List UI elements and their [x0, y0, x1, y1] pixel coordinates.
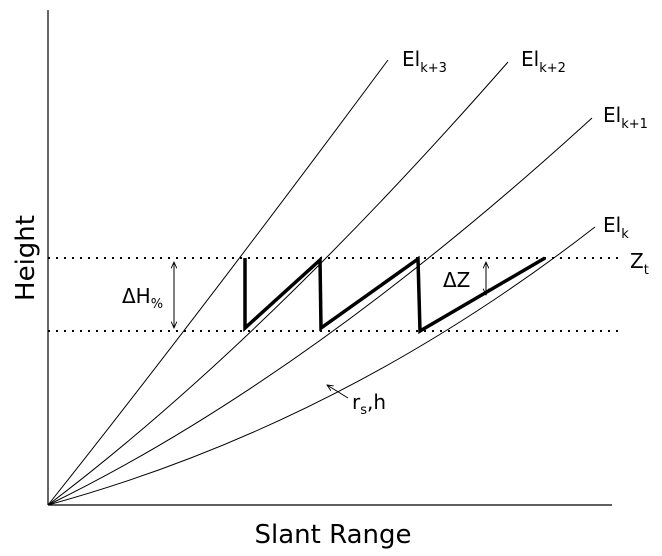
ray-el-k-plus-2	[47, 61, 509, 506]
ray-label-el-k-plus-2: Elk+2	[521, 47, 566, 76]
level-label-zt: Zt	[630, 249, 649, 278]
y-axis-label: Height	[11, 215, 41, 301]
ray-el-k	[47, 226, 596, 506]
sawtooth-path	[243, 255, 546, 335]
dz-label: ΔZ	[443, 268, 470, 292]
ray-el-k-plus-3	[47, 59, 389, 506]
ray-label-el-k: Elk	[603, 213, 629, 242]
ray-label-el-k-plus-1: Elk+1	[603, 103, 648, 132]
rsh-label: rs,h	[352, 390, 386, 418]
dh-label: ΔH%	[122, 284, 163, 312]
rsh-pointer-arrow	[327, 385, 349, 399]
ray-label-el-k-plus-3: Elk+3	[402, 47, 447, 76]
ray-el-k-plus-1	[47, 117, 593, 506]
x-axis-label: Slant Range	[254, 520, 411, 550]
